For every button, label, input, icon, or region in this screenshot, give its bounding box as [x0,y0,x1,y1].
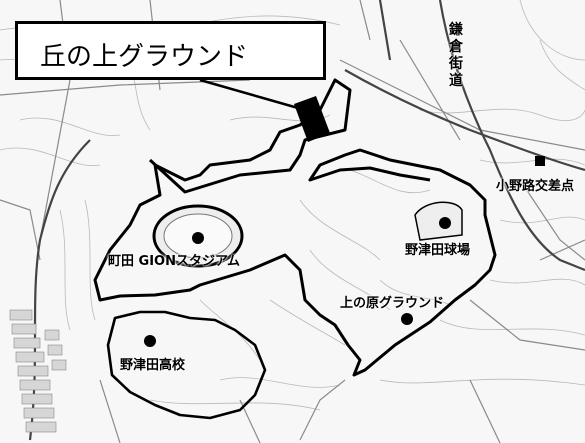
contour-lines [0,0,585,411]
baseball-dot[interactable] [439,217,451,229]
label-kaminohara: 上の原グラウンド [340,296,445,311]
residential-blocks [9,309,67,433]
kaminohara-dot[interactable] [401,313,413,325]
stadium-dot[interactable] [192,232,204,244]
leader-line [199,78,306,112]
title-text: 丘の上グラウンド [40,42,249,72]
label-baseball: 野津田球場 [405,243,471,258]
baseball-field-shape [414,201,463,241]
road-label-kamakura-kaido: 鎌倉街道 [449,22,463,89]
label-intersection: 小野路交差点 [496,179,575,194]
label-stadium: 町田 GIONスタジアム [108,254,241,269]
title-callout: 丘の上グラウンド [15,21,326,80]
label-highschool: 野津田高校 [120,358,186,373]
highschool-boundary [106,310,267,420]
highschool-dot[interactable] [144,335,156,347]
target-marker[interactable] [294,96,330,142]
intersection-square-icon[interactable] [535,156,545,166]
